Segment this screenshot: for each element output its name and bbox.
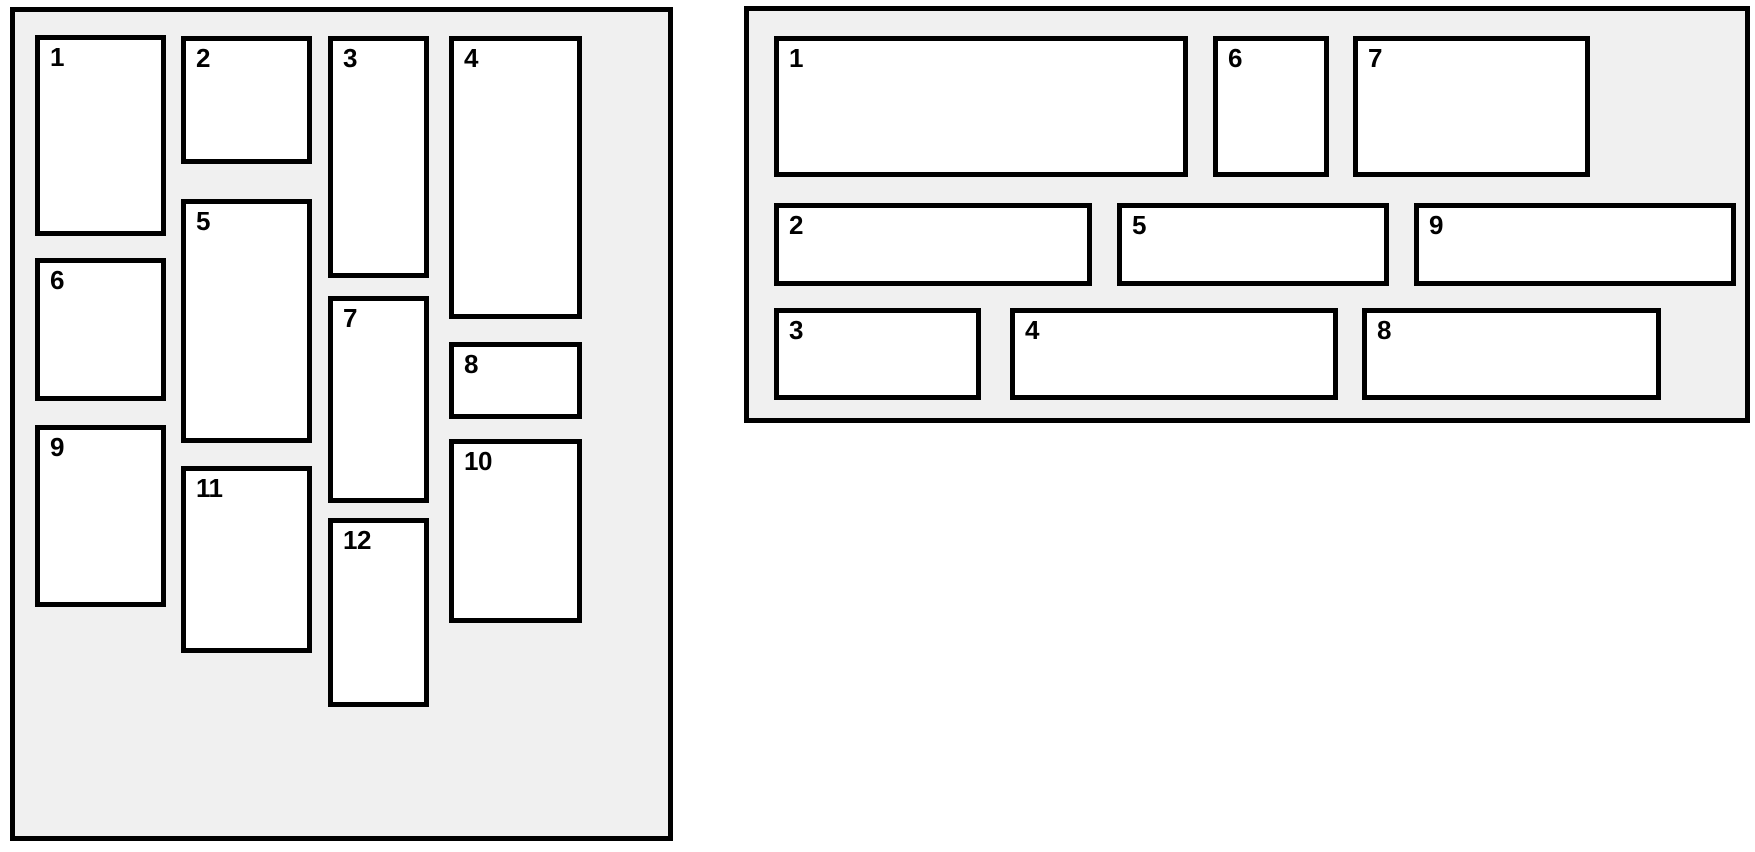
box-label: 8 [1377,315,1391,345]
box-label: 4 [464,43,478,73]
box-12[interactable]: 12 [328,518,429,707]
box-6[interactable]: 6 [1213,36,1329,177]
box-4[interactable]: 4 [1010,308,1338,400]
box-label: 11 [196,473,223,503]
box-label: 5 [1132,210,1146,240]
box-1[interactable]: 1 [35,35,166,236]
box-label: 8 [464,349,478,379]
box-3[interactable]: 3 [774,308,981,400]
box-1[interactable]: 1 [774,36,1188,177]
box-3[interactable]: 3 [328,36,429,278]
box-label: 3 [343,43,357,73]
box-label: 7 [1368,43,1382,73]
box-2[interactable]: 2 [774,203,1092,286]
box-label: 3 [789,315,803,345]
box-9[interactable]: 9 [1414,203,1736,286]
box-label: 2 [196,43,210,73]
box-11[interactable]: 11 [181,466,312,653]
box-8[interactable]: 8 [1362,308,1661,400]
right-panel: 1 6 7 2 5 9 3 4 8 [744,6,1750,423]
box-8[interactable]: 8 [449,342,582,419]
box-7[interactable]: 7 [328,296,429,503]
box-2[interactable]: 2 [181,36,312,164]
box-label: 9 [50,432,64,462]
box-label: 9 [1429,210,1443,240]
box-7[interactable]: 7 [1353,36,1590,177]
box-5[interactable]: 5 [1117,203,1389,286]
box-label: 6 [1228,43,1242,73]
box-label: 4 [1025,315,1039,345]
box-5[interactable]: 5 [181,199,312,443]
box-4[interactable]: 4 [449,36,582,319]
box-9[interactable]: 9 [35,425,166,607]
box-label: 10 [464,446,492,476]
box-label: 7 [343,303,357,333]
box-label: 12 [343,525,371,555]
box-label: 1 [789,43,803,73]
box-label: 6 [50,265,64,295]
box-label: 5 [196,206,210,236]
box-label: 2 [789,210,803,240]
box-label: 1 [50,42,64,72]
box-10[interactable]: 10 [449,439,582,623]
box-6[interactable]: 6 [35,258,166,401]
